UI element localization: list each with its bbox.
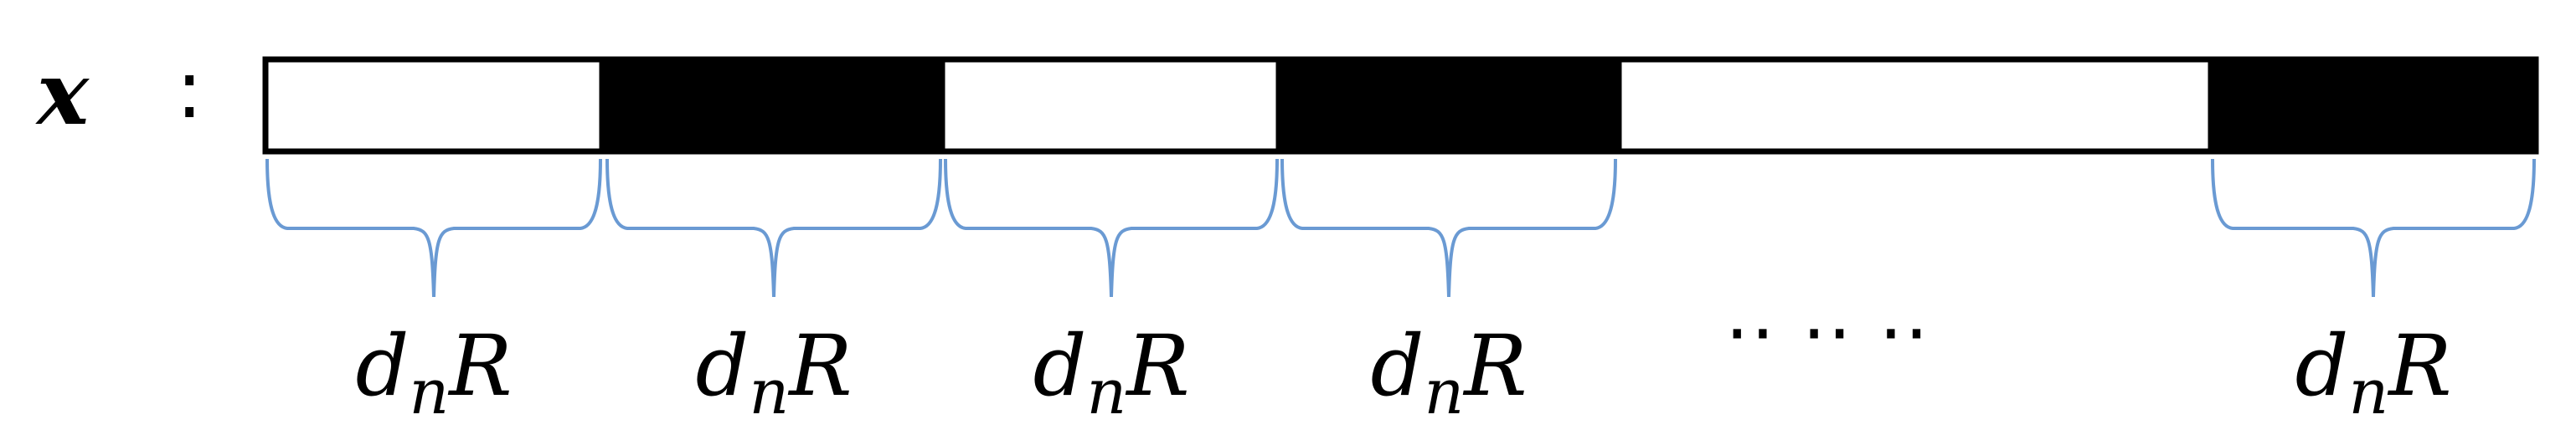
brace-5 bbox=[2211, 158, 2536, 298]
strip-segment-4-filled bbox=[1279, 59, 1619, 151]
strip-segment-5-empty bbox=[1615, 56, 2214, 155]
strip-segment-1-empty bbox=[262, 56, 605, 155]
braces: dnR dnR dnR dnR dnR bbox=[265, 158, 2536, 428]
brace-label-2: dnR bbox=[696, 317, 853, 428]
strip-segment-3-empty bbox=[939, 56, 1282, 155]
brace-2 bbox=[605, 158, 942, 298]
variable-label: x bbox=[35, 42, 90, 145]
brace-1 bbox=[265, 158, 602, 298]
brace-4 bbox=[1280, 158, 1617, 298]
strip bbox=[262, 56, 2536, 155]
brace-label-1: dnR bbox=[356, 317, 513, 428]
brace-label-4: dnR bbox=[1371, 317, 1528, 428]
brace-3 bbox=[944, 158, 1279, 298]
strip-segment-2-filled bbox=[602, 59, 942, 151]
variable-separator: : bbox=[176, 43, 203, 136]
strip-segment-6-filled bbox=[2211, 59, 2536, 151]
strip-outline bbox=[262, 56, 2539, 155]
brace-label-5: dnR bbox=[2295, 317, 2452, 428]
ellipsis-label: ·· ·· ·· bbox=[1725, 290, 1930, 378]
brace-label-3: dnR bbox=[1033, 317, 1190, 428]
